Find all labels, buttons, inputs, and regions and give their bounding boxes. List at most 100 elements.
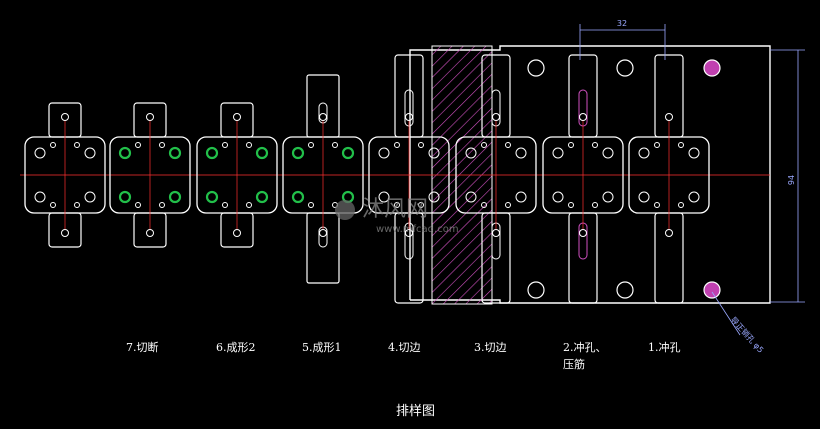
tab-hole [233,113,241,121]
tab-hole [319,113,327,121]
form-hole [341,146,355,160]
station-label-2: 2.冲孔、 [563,341,607,354]
dimension-top-label: 32 [617,19,627,28]
tab-hole [61,229,69,237]
tab-hole [61,113,69,121]
pierced-hole [428,147,440,159]
station-label-1: 1.冲孔 [648,341,681,354]
pilot-leader [711,291,741,336]
pierced-hole [159,202,165,208]
form-hole [255,146,269,160]
pierced-hole [568,142,574,148]
form-hole [118,190,132,204]
tab-hole [665,229,673,237]
form-hole [168,190,182,204]
pilot-hole [527,281,545,299]
pierced-hole [74,202,80,208]
pierced-hole [552,191,564,203]
pierced-hole [34,191,46,203]
tab-hole [233,229,241,237]
station-label-5: 5.成形1 [302,341,342,354]
pierced-hole [678,202,684,208]
pierced-hole [552,147,564,159]
pierced-hole [481,202,487,208]
tab-hole [579,229,587,237]
pierced-hole [428,191,440,203]
station-label-4: 4.切边 [388,341,421,354]
station-label-6: 6.成形2 [216,341,256,354]
pilot-annotation: 导正销孔 φ5 [729,315,766,355]
pierced-hole [418,142,424,148]
pierced-hole [592,202,598,208]
pierced-hole [481,142,487,148]
pierced-hole [505,142,511,148]
pilot-hole [616,59,634,77]
dimension-right-label: 94 [787,175,796,185]
form-hole [168,146,182,160]
watermark-url: www.mfcad.com [376,224,459,235]
pierced-hole [34,147,46,159]
station-label-7: 7.切断 [126,341,159,354]
tab-hole [492,113,500,121]
pierced-hole [394,202,400,208]
tab-hole [492,229,500,237]
pierced-hole [638,191,650,203]
pierced-hole [688,147,700,159]
form-hole [291,146,305,160]
tab-hole [146,229,154,237]
pierced-hole [378,147,390,159]
pilot-hole [703,281,721,299]
pierced-hole [84,191,96,203]
watermark: 沐风网 www.mfcad.com [335,197,459,235]
pierced-hole [222,142,228,148]
form-hole [291,190,305,204]
pierced-hole [654,142,660,148]
pierced-hole [592,142,598,148]
pierced-hole [465,147,477,159]
pilot-hole [616,281,634,299]
tab-hole [319,229,327,237]
pierced-hole [515,147,527,159]
pierced-hole [135,202,141,208]
pierced-hole [638,147,650,159]
pierced-hole [222,202,228,208]
stations-group [24,54,721,304]
pierced-hole [465,191,477,203]
tab-hole [146,113,154,121]
watermark-text: 沐风网 [362,197,428,222]
form-hole [118,146,132,160]
pierced-hole [84,147,96,159]
dimension-right [770,49,805,303]
tab-hole [405,113,413,121]
form-hole [255,190,269,204]
pilot-hole [703,59,721,77]
pierced-hole [654,202,660,208]
pierced-hole [678,142,684,148]
pilot-hole [527,59,545,77]
pierced-hole [418,202,424,208]
watermark-logo-icon [335,200,355,220]
form-hole [205,190,219,204]
pierced-hole [515,191,527,203]
pierced-hole [50,142,56,148]
pierced-hole [308,202,314,208]
pierced-hole [378,191,390,203]
pierced-hole [246,202,252,208]
pierced-hole [602,147,614,159]
pierced-hole [568,202,574,208]
drawing-title: 排样图 [396,404,436,419]
pierced-hole [688,191,700,203]
dimension-top [579,24,666,60]
pierced-hole [505,202,511,208]
pierced-hole [602,191,614,203]
station-label-3: 3.切边 [474,341,507,354]
form-hole [205,146,219,160]
pierced-hole [74,142,80,148]
tab-hole [405,229,413,237]
pierced-hole [332,142,338,148]
tab-hole [665,113,673,121]
station-label-2b: 压筋 [563,358,585,371]
pierced-hole [246,142,252,148]
pierced-hole [159,142,165,148]
